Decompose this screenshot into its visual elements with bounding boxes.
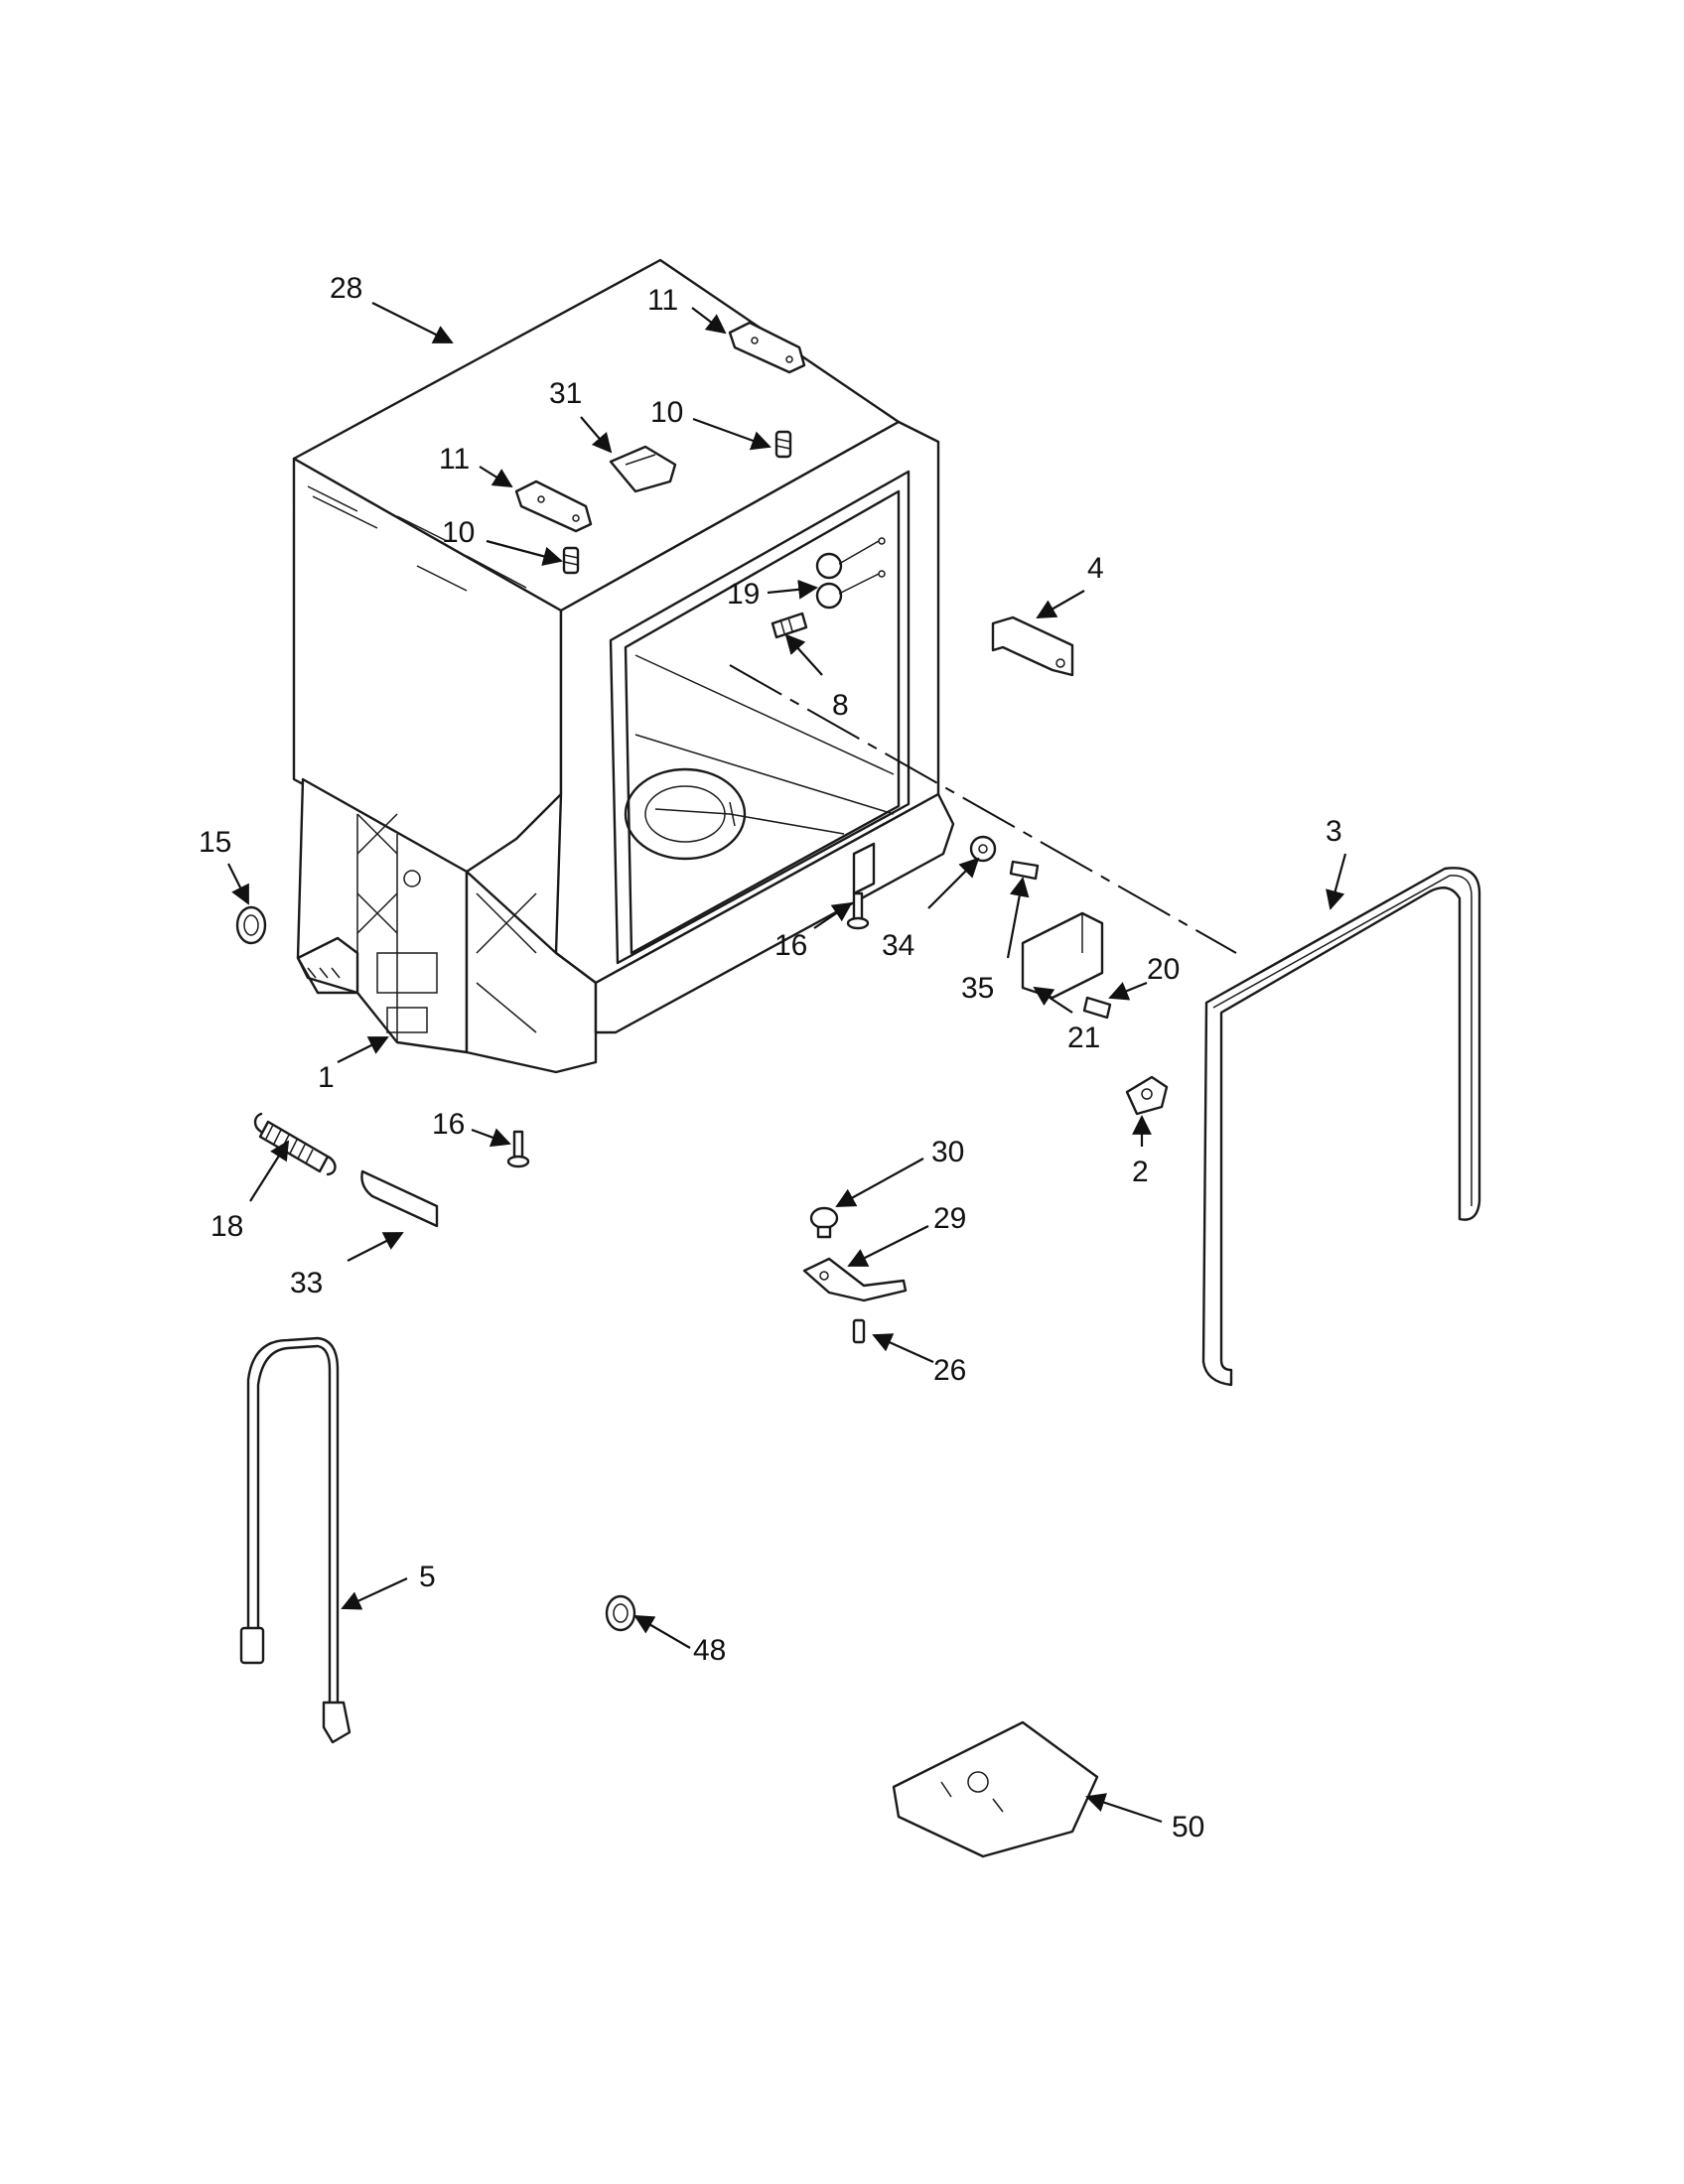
screw-part-20 bbox=[1082, 996, 1112, 1020]
callout-11: 11 bbox=[647, 284, 678, 317]
callout-26: 26 bbox=[933, 1354, 966, 1387]
leveling-leg-part-16-left bbox=[506, 1130, 530, 1168]
leveling-leg-part-16-center bbox=[846, 891, 870, 930]
callout-35: 35 bbox=[961, 972, 994, 1005]
part-34 bbox=[969, 835, 997, 863]
screw-part-35 bbox=[1009, 860, 1040, 881]
bracket-part-21 bbox=[1021, 911, 1104, 1000]
callout-16: 16 bbox=[432, 1108, 465, 1141]
part-2 bbox=[1125, 1075, 1169, 1116]
door-gasket-part-3 bbox=[1201, 867, 1481, 1387]
callout-15: 15 bbox=[199, 826, 231, 859]
callout-18: 18 bbox=[210, 1210, 243, 1243]
screw-part-8 bbox=[771, 612, 808, 639]
callout-16: 16 bbox=[774, 929, 807, 962]
hose-part-5 bbox=[239, 1336, 351, 1744]
bracket-part-29 bbox=[802, 1257, 908, 1302]
parts-bag-part-50 bbox=[892, 1720, 1099, 1858]
callout-5: 5 bbox=[419, 1561, 436, 1593]
callout-30: 30 bbox=[931, 1136, 964, 1168]
bracket-part-4 bbox=[991, 615, 1074, 677]
callout-31: 31 bbox=[549, 377, 582, 410]
callout-10: 10 bbox=[650, 396, 683, 429]
part-33 bbox=[360, 1169, 439, 1228]
screw-part-10-lower bbox=[562, 546, 580, 575]
callout-33: 33 bbox=[290, 1267, 323, 1299]
callout-48: 48 bbox=[693, 1634, 726, 1667]
callout-20: 20 bbox=[1147, 953, 1180, 986]
screw-part-26 bbox=[852, 1318, 866, 1344]
callout-29: 29 bbox=[933, 1202, 966, 1235]
callout-34: 34 bbox=[882, 929, 914, 962]
tub-assembly bbox=[292, 258, 955, 1074]
callout-50: 50 bbox=[1172, 1811, 1204, 1843]
callout-3: 3 bbox=[1326, 815, 1342, 848]
callout-arrows bbox=[227, 302, 1347, 1824]
callout-10: 10 bbox=[442, 516, 475, 549]
callout-21: 21 bbox=[1067, 1022, 1100, 1054]
bracket-part-11-upper bbox=[728, 321, 806, 374]
part-31 bbox=[609, 445, 677, 493]
clamp-part-48 bbox=[605, 1594, 636, 1632]
screw-part-10-upper bbox=[774, 430, 792, 459]
callout-28: 28 bbox=[330, 272, 362, 305]
spring-part-18 bbox=[253, 1112, 337, 1176]
callout-labels: 28 11 31 10 11 10 19 4 8 15 3 16 34 20 3… bbox=[199, 272, 1342, 1843]
callout-1: 1 bbox=[318, 1061, 335, 1094]
part-30 bbox=[809, 1206, 839, 1239]
callout-19: 19 bbox=[727, 578, 760, 611]
assembly-centerline bbox=[729, 664, 1237, 954]
callout-11: 11 bbox=[439, 443, 470, 476]
callout-2: 2 bbox=[1132, 1156, 1149, 1188]
callout-8: 8 bbox=[832, 689, 849, 722]
callout-4: 4 bbox=[1087, 552, 1104, 585]
part-15 bbox=[235, 905, 267, 945]
part-19 bbox=[815, 537, 886, 610]
bracket-part-11-lower bbox=[514, 479, 593, 533]
